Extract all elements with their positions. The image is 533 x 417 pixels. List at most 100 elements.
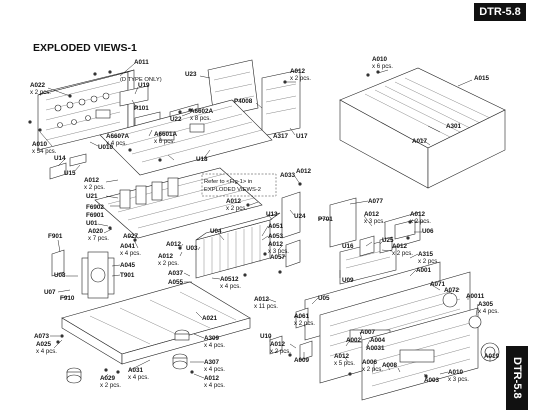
part-qty-a012-u25: x 2 pcs. xyxy=(392,250,413,257)
part-qty-a012-low: x 2 pcs. xyxy=(158,260,179,267)
refer-note-line-1: Refer to <Fig-1> in xyxy=(204,179,252,185)
part-label-a073: A073 xyxy=(34,333,50,340)
part-label-u14: U14 xyxy=(54,155,66,162)
part-label-a007: A007 xyxy=(360,329,376,336)
part-label-a029: A029 xyxy=(100,375,116,382)
part-label-a003: A003 xyxy=(424,377,440,384)
part-label-a012-a053: A012 xyxy=(268,241,284,248)
part-label-a020: A020 xyxy=(88,228,104,235)
part-label-u19: U19 xyxy=(138,82,150,89)
part-label-a012-5: A012 xyxy=(334,353,350,360)
part-label-a002: A002 xyxy=(346,337,362,344)
part-label-u09: U09 xyxy=(342,277,354,284)
part-label-f6901: F6901 xyxy=(86,212,104,219)
part-label-a301: A301 xyxy=(446,123,462,130)
part-label-a021: A021 xyxy=(202,315,218,322)
model-tab-side: DTR-5.8 xyxy=(506,346,528,410)
part-qty-a061: x 2 pcs. xyxy=(294,320,315,327)
part-label-t901: T901 xyxy=(120,272,135,279)
part-label-u23: U23 xyxy=(185,71,197,78)
part-qty-a010-bot: x 3 pcs. xyxy=(448,376,469,383)
part-label-a317: A317 xyxy=(273,133,289,140)
part-qty-a6602a: x 8 pcs. xyxy=(190,115,211,122)
part-label-u25: U25 xyxy=(382,237,394,244)
part-qty-a012-mid: x 2 pcs. xyxy=(84,184,105,191)
part-label-a001: A001 xyxy=(416,267,432,274)
part-label-a6601a: A6601A xyxy=(154,131,178,138)
part-label-u01: U01 xyxy=(86,220,98,227)
part-label-a017: A017 xyxy=(412,138,428,145)
part-label-a045: A045 xyxy=(120,262,136,269)
part-label-a071: A071 xyxy=(430,281,446,288)
part-qty-a012-5: x 5 pcs. xyxy=(334,360,355,367)
part-label-a012-11: A012 xyxy=(254,296,270,303)
part-label-p4008: P4008 xyxy=(234,98,253,105)
part-qty-a012-p701: x 3 pcs. xyxy=(364,218,385,225)
part-label-f6902: F6902 xyxy=(86,204,104,211)
part-label-a307: A307 xyxy=(204,359,220,366)
leader-lines xyxy=(39,63,491,379)
part-label-a019: A019 xyxy=(484,353,500,360)
part-label-a011: A011 xyxy=(134,59,149,66)
part-label-a051: A051 xyxy=(268,223,284,230)
part-qty-a315: x 2 pcs. xyxy=(418,258,439,265)
part-label-a041: A041 xyxy=(120,243,136,250)
part-label-a037: A037 xyxy=(168,270,184,277)
digital-board-u18 xyxy=(99,99,273,176)
part-label-a0031: A0031 xyxy=(366,345,385,352)
part-qty-a0512: x 4 pcs. xyxy=(220,283,241,290)
part-qty-a6601a: x 6 pcs. xyxy=(154,138,175,145)
part-label-a309: A309 xyxy=(204,335,220,342)
part-qty-a012-11: x 11 pcs. xyxy=(254,303,278,310)
part-qty-a6607a: x 4 pcs. xyxy=(106,140,127,147)
part-label-a012-u03: A012 xyxy=(166,241,182,248)
front-panel-a003 xyxy=(361,307,500,401)
part-qty-a025: x 4 pcs. xyxy=(36,348,57,355)
part-label-a027: A027 xyxy=(123,233,139,240)
refer-callout-box xyxy=(201,173,277,197)
part-label-a012-mid: A012 xyxy=(84,177,100,184)
part-qty-a041: x 4 pcs. xyxy=(120,250,141,257)
part-label-a012-center: A012 xyxy=(226,198,242,205)
part-label-a012-right: A012 xyxy=(410,211,426,218)
model-tab-top: DTR-5.8 xyxy=(474,3,526,21)
page-title: EXPLODED VIEWS-1 xyxy=(33,42,137,54)
part-label-u08: U08 xyxy=(54,272,66,279)
heatsink-u04 xyxy=(195,212,281,279)
part-label-u010: U010 xyxy=(98,144,114,151)
part-label-f910: F910 xyxy=(60,295,75,302)
part-label-a012-low: A012 xyxy=(158,253,174,260)
part-qty-a022: x 2 pcs. xyxy=(30,89,51,96)
part-label-a006: A006 xyxy=(362,359,378,366)
feet xyxy=(66,329,190,384)
part-label-a010-top: A010 xyxy=(372,56,388,63)
part-label-u10: U10 xyxy=(260,333,272,340)
part-label-a022: A022 xyxy=(30,82,46,89)
part-label-a072: A072 xyxy=(444,287,460,294)
part-qty-a031: x 4 pcs. xyxy=(128,374,149,381)
small-front-parts xyxy=(269,235,393,361)
part-label-a0011: A0011 xyxy=(466,293,485,300)
part-label-u07: U07 xyxy=(44,289,56,296)
part-qty-a029: x 2 pcs. xyxy=(100,382,121,389)
part-label-u24: U24 xyxy=(294,213,306,220)
part-label-a033: A033 xyxy=(280,172,296,179)
part-label-a009: A009 xyxy=(294,357,310,364)
part-qty-a012-u10: x 2 pcs. xyxy=(270,348,291,355)
part-qty-a006: x 2 pcs. xyxy=(362,366,383,373)
part-label-a057: A057 xyxy=(270,254,286,261)
part-label-f901: F901 xyxy=(48,233,63,240)
part-label-a012-top: A012 xyxy=(290,68,306,75)
part-label-u16: U16 xyxy=(342,243,354,250)
part-label-u06: U06 xyxy=(422,228,434,235)
d-type-note: (D TYPE ONLY) xyxy=(120,77,162,83)
part-label-a305: A305 xyxy=(478,301,494,308)
part-label-a025: A025 xyxy=(36,341,52,348)
part-label-u15: U15 xyxy=(64,170,76,177)
part-label-a6602a: A6602A xyxy=(190,108,214,115)
part-label-p701: P701 xyxy=(318,216,333,223)
part-label-u17: U17 xyxy=(296,133,308,140)
